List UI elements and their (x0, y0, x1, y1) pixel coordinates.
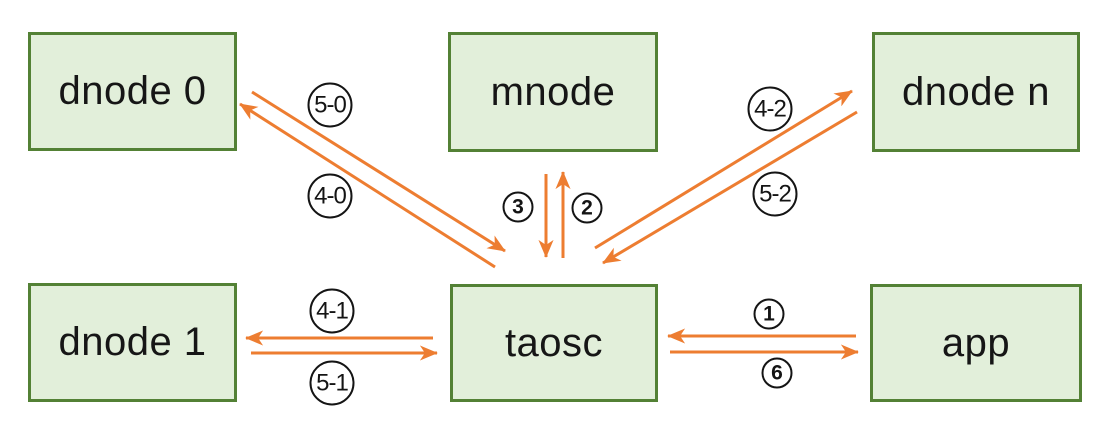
edge-label-5-2: 5-2 (752, 171, 798, 217)
edge-label-4-1: 4-1 (309, 288, 355, 334)
edge-label-3: 3 (502, 191, 534, 223)
edge-4-2-arrow (594, 89, 853, 250)
edge-label-1: 1 (753, 298, 785, 330)
edge-5-2-arrow (602, 110, 858, 265)
node-taosc: taosc (450, 284, 658, 402)
edge-label-6: 6 (761, 357, 793, 389)
node-dnode-0: dnode 0 (28, 32, 237, 151)
edge-4-0-arrow (239, 102, 496, 269)
node-mnode: mnode (448, 32, 658, 152)
edge-label-5-0: 5-0 (307, 82, 353, 128)
node-dnode-n: dnode n (872, 32, 1080, 152)
edge-5-0-arrow (251, 90, 506, 253)
edge-label-2: 2 (571, 192, 603, 224)
edge-label-4-0: 4-0 (307, 173, 353, 219)
node-dnode-1: dnode 1 (28, 283, 237, 402)
edge-label-5-1: 5-1 (309, 360, 355, 406)
edge-label-4-2: 4-2 (747, 86, 793, 132)
node-app: app (870, 284, 1082, 402)
